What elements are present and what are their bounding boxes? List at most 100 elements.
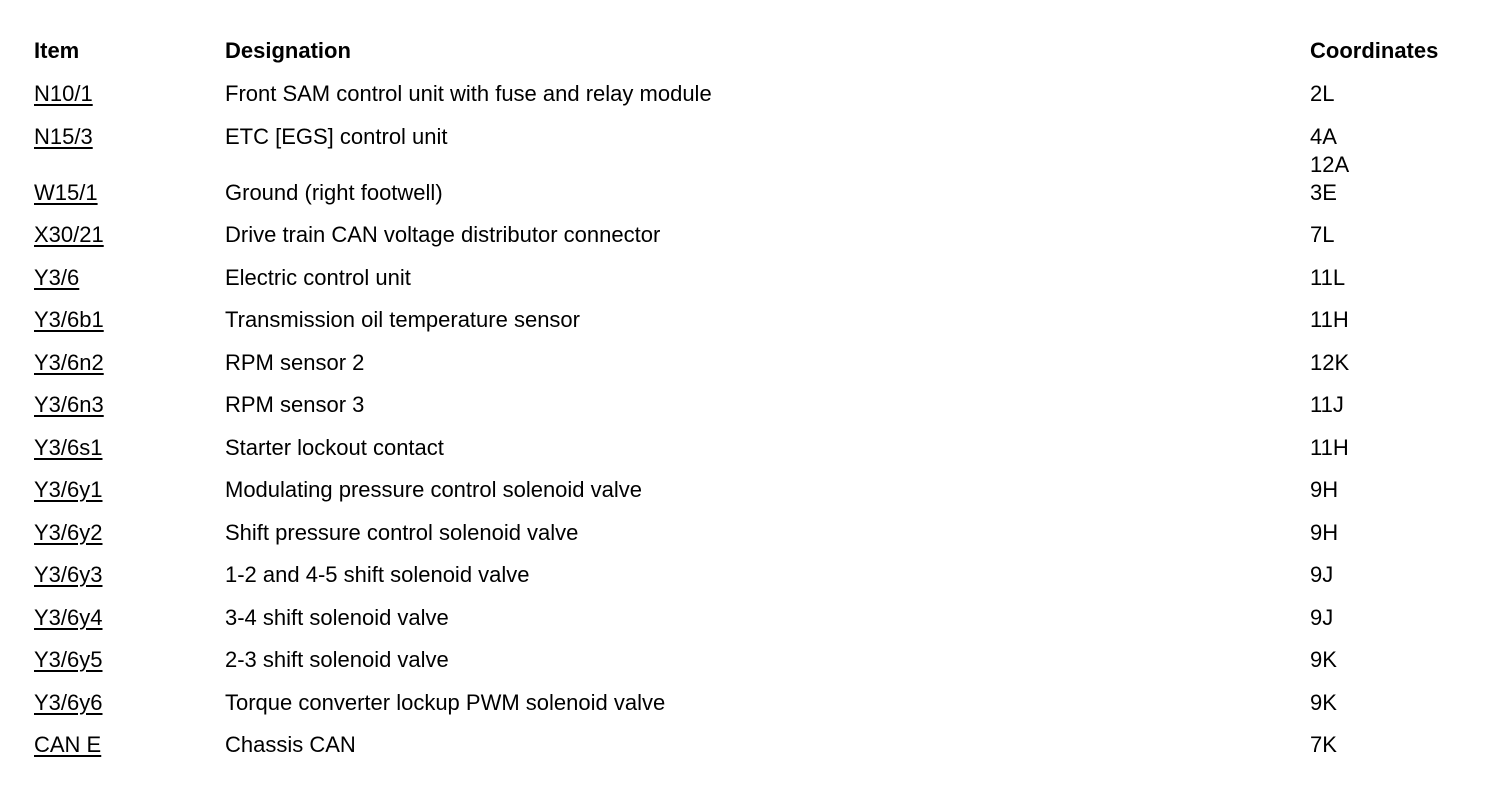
item-cell: Y3/6y3	[34, 561, 225, 589]
item-link[interactable]: Y3/6y5	[34, 647, 103, 672]
designation-cell: Drive train CAN voltage distributor conn…	[225, 222, 661, 247]
coordinates-cell: 11H	[1310, 434, 1470, 462]
coordinate-value: 7L	[1310, 222, 1335, 247]
table-row: X30/21 Drive train CAN voltage distributo…	[34, 221, 1474, 264]
item-link[interactable]: Y3/6y1	[34, 477, 103, 502]
item-cell: Y3/6s1	[34, 434, 225, 462]
coordinates-cell: 9J	[1310, 561, 1470, 589]
item-link[interactable]: X30/21	[34, 222, 104, 247]
item-cell: N10/1	[34, 80, 225, 108]
coordinates-cell: 9J	[1310, 604, 1470, 632]
item-link[interactable]: W15/1	[34, 179, 98, 205]
coordinates-cell: 2L	[1310, 80, 1470, 108]
item-cell: Y3/6y1	[34, 476, 225, 504]
table-row: Y3/6s1 Starter lockout contact 11H	[34, 434, 1474, 477]
table-row: Y3/6y5 2-3 shift solenoid valve 9K	[34, 646, 1474, 689]
item-link[interactable]: CAN E	[34, 732, 102, 757]
coordinate-value: 2L	[1310, 81, 1335, 106]
coordinates-cell: 3E	[1310, 179, 1470, 207]
coordinate-value: 7K	[1310, 732, 1337, 757]
item-cell: Y3/6y2	[34, 519, 225, 547]
coordinate-value: 9H	[1310, 519, 1339, 545]
coordinate-value: 11L	[1310, 264, 1346, 290]
item-link[interactable]: N10/1	[34, 81, 93, 106]
designation-cell: Electric control unit	[225, 264, 411, 290]
header-designation: Designation	[225, 38, 351, 63]
coordinates-cell: 9H	[1310, 476, 1470, 504]
designation-cell: RPM sensor 2	[225, 349, 365, 375]
table-row: Y3/6n2 RPM sensor 2 12K	[34, 349, 1474, 392]
coordinate-value: 12K	[1310, 349, 1350, 375]
coordinate-value: 9J	[1310, 604, 1334, 630]
item-link[interactable]: Y3/6y3	[34, 562, 103, 587]
designation-cell: RPM sensor 3	[225, 392, 365, 417]
table-row: Y3/6y1 Modulating pressure control soleno…	[34, 476, 1474, 519]
coordinates-cell: 7L	[1310, 221, 1470, 249]
coordinate-value: 11H	[1310, 434, 1349, 460]
item-cell: Y3/6b1	[34, 306, 225, 334]
item-cell: Y3/6y5	[34, 646, 225, 674]
designation-cell: Transmission oil temperature sensor	[225, 307, 580, 332]
item-cell: Y3/6n2	[34, 349, 225, 377]
item-link[interactable]: N15/3	[34, 123, 93, 149]
table-row: Y3/6y2 Shift pressure control solenoid va…	[34, 519, 1474, 562]
coordinate-value: 9K	[1310, 647, 1337, 672]
coordinates-cell: 9K	[1310, 689, 1470, 717]
designation-cell: Shift pressure control solenoid valve	[225, 519, 579, 545]
item-cell: Y3/6	[34, 264, 225, 292]
table-row: N10/1 Front SAM control unit with fuse an…	[34, 80, 1474, 123]
header-item: Item	[34, 38, 80, 63]
designation-cell: Ground (right footwell)	[225, 179, 443, 205]
table-row: Y3/6y6 Torque converter lockup PWM soleno…	[34, 689, 1474, 732]
item-cell: Y3/6y4	[34, 604, 225, 632]
item-cell: CAN E	[34, 731, 225, 759]
item-link[interactable]: Y3/6n2	[34, 349, 104, 375]
item-cell: Y3/6n3	[34, 391, 225, 419]
table-row: Y3/6b1 Transmission oil temperature senso…	[34, 306, 1474, 349]
table-row: Y3/6n3 RPM sensor 3 11J	[34, 391, 1474, 434]
item-link[interactable]: Y3/6b1	[34, 307, 104, 332]
designation-cell: Front SAM control unit with fuse and rel…	[225, 81, 712, 106]
designation-cell: Torque converter lockup PWM solenoid val…	[225, 689, 666, 715]
table-row: Y3/6 Electric control unit 11L	[34, 264, 1474, 307]
item-link[interactable]: Y3/6s1	[34, 434, 103, 460]
coordinates-cell: 11H	[1310, 306, 1470, 334]
coordinate-value: 9J	[1310, 562, 1334, 587]
item-link[interactable]: Y3/6y4	[34, 604, 103, 630]
coordinates-cell: 9H	[1310, 519, 1470, 547]
item-link[interactable]: Y3/6	[34, 264, 80, 290]
item-link[interactable]: Y3/6y6	[34, 689, 103, 715]
coordinate-value: 9K	[1310, 689, 1337, 715]
item-link[interactable]: Y3/6n3	[34, 392, 104, 417]
designation-cell: 3-4 shift solenoid valve	[225, 604, 449, 630]
designation-cell: Chassis CAN	[225, 732, 356, 757]
table-row: W15/1 Ground (right footwell) 3E	[34, 179, 1474, 222]
coordinates-cell: 7K	[1310, 731, 1470, 759]
designation-cell: ETC [EGS] control unit	[225, 123, 448, 149]
coordinates-cell: 9K	[1310, 646, 1470, 674]
coordinates-cell: 12K	[1310, 349, 1470, 377]
table-row: Y3/6y3 1-2 and 4-5 shift solenoid valve 9J	[34, 561, 1474, 604]
designation-cell: 2-3 shift solenoid valve	[225, 647, 449, 672]
table-body: N10/1 Front SAM control unit with fuse an…	[34, 80, 1474, 774]
designation-cell: 1-2 and 4-5 shift solenoid valve	[225, 562, 530, 587]
item-cell: W15/1	[34, 179, 225, 207]
designation-cell: Starter lockout contact	[225, 434, 444, 460]
item-cell: N15/3	[34, 123, 225, 151]
coordinate-value: 11J	[1310, 392, 1344, 417]
item-cell: Y3/6y6	[34, 689, 225, 717]
designation-cell: Modulating pressure control solenoid val…	[225, 477, 643, 502]
coordinate-value: 11H	[1310, 307, 1349, 332]
coordinates-cell: 11L	[1310, 264, 1470, 292]
coordinate-value: 3E	[1310, 179, 1337, 205]
coordinate-value: 4A	[1310, 123, 1337, 149]
item-cell: X30/21	[34, 221, 225, 249]
table-row: Y3/6y4 3-4 shift solenoid valve 9J	[34, 604, 1474, 647]
item-link[interactable]: Y3/6y2	[34, 519, 103, 545]
table-row: CAN E Chassis CAN 7K	[34, 731, 1474, 774]
coordinate-value: 9H	[1310, 477, 1339, 502]
